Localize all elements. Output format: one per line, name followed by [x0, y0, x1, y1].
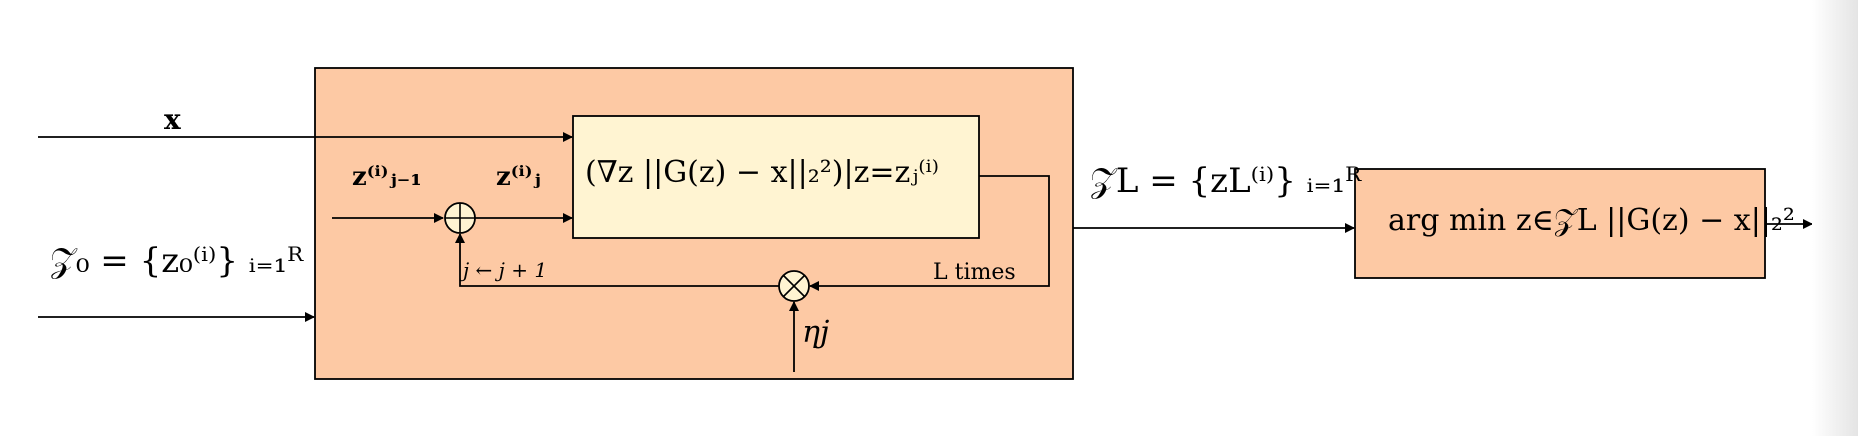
multiplier-circle	[778, 270, 810, 302]
z-prev-label: z⁽ⁱ⁾ⱼ₋₁	[352, 162, 422, 192]
page-edge-shadow	[1812, 0, 1858, 436]
l-times-label: L times	[933, 260, 1016, 285]
gradient-box	[572, 115, 980, 239]
adder-circle	[444, 202, 476, 234]
argmin-expression: arg min z∈𝒵L ||G(z) − x||₂²	[1388, 203, 1795, 238]
eta-label: ηj	[802, 315, 830, 350]
update-rule-label: j ← j + 1	[463, 258, 548, 282]
argmin-box	[1354, 168, 1766, 279]
x-input-label: x	[164, 103, 181, 136]
feedback-loop-line	[809, 175, 1050, 291]
update-back-arrow	[455, 233, 779, 287]
z-curr-label: z⁽ⁱ⁾ⱼ	[496, 162, 541, 192]
zl-set-label: 𝒵L = {zL⁽ⁱ⁾} ᵢ₌₁ᴿ	[1090, 161, 1362, 201]
gradient-expression: (∇z ||G(z) − x||₂²)|z=zⱼ⁽ⁱ⁾	[585, 155, 940, 190]
z0-set-label: 𝒵₀ = {z₀⁽ⁱ⁾} ᵢ₌₁ᴿ	[50, 241, 304, 281]
